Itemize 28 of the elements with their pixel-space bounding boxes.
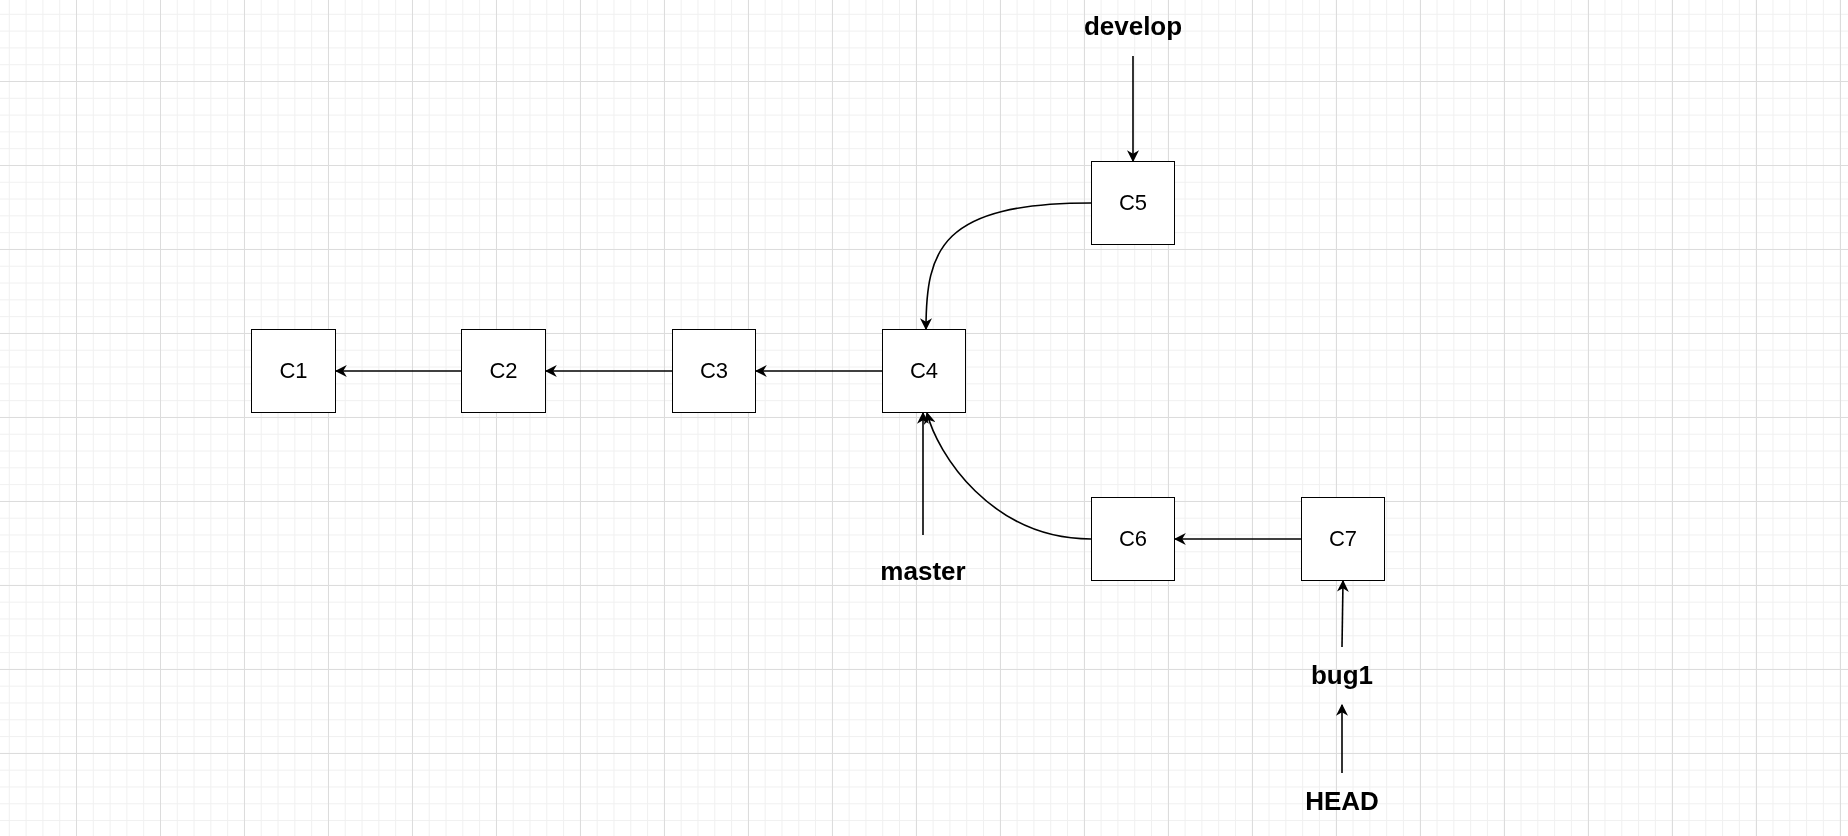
branch-label: develop xyxy=(1073,8,1193,44)
branch-label: HEAD xyxy=(1287,783,1397,819)
arrow xyxy=(917,411,929,536)
arrow xyxy=(754,365,883,377)
commit-label: C1 xyxy=(279,358,308,384)
commit-box xyxy=(251,329,336,413)
commit-label: C2 xyxy=(489,358,518,384)
commit-box xyxy=(1091,497,1175,581)
arrow xyxy=(1336,579,1349,648)
commit-label: C3 xyxy=(699,358,729,384)
branch-label: bug1 xyxy=(1297,657,1387,693)
commit-label: C7 xyxy=(1328,526,1358,552)
commit-box xyxy=(882,329,966,413)
arrow xyxy=(920,202,1092,331)
arrow xyxy=(334,365,462,377)
commit-box xyxy=(672,329,756,413)
arrow xyxy=(544,365,673,377)
branch-label: master xyxy=(868,553,978,589)
arrow xyxy=(1173,533,1302,545)
commit-box xyxy=(1091,161,1175,245)
commit-box xyxy=(461,329,546,413)
arrow xyxy=(1127,55,1139,163)
commit-box xyxy=(1301,497,1385,581)
arrow xyxy=(1336,703,1348,774)
commit-label: C6 xyxy=(1118,526,1148,552)
arrow xyxy=(924,411,1092,540)
commit-label: C4 xyxy=(909,358,939,384)
commit-label: C5 xyxy=(1118,190,1148,216)
